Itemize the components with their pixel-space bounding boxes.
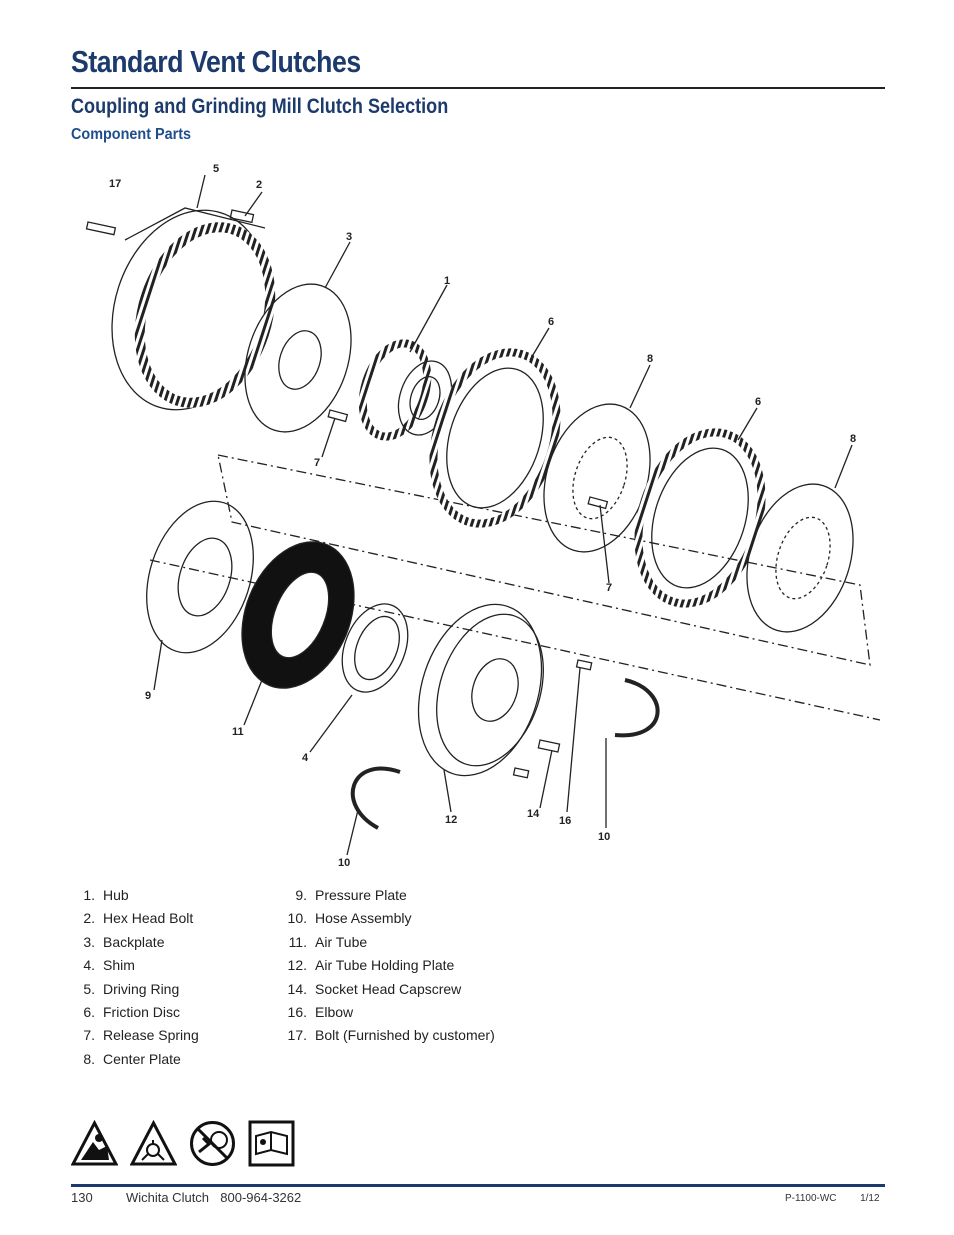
list-item: 6.Friction Disc xyxy=(83,1004,181,1021)
phone-number: 800-964-3262 xyxy=(220,1190,302,1205)
read-manual-icon xyxy=(248,1120,295,1167)
list-item: 12.Air Tube Holding Plate xyxy=(287,957,455,974)
list-item: 7.Release Spring xyxy=(83,1027,199,1044)
list-item: 3.Backplate xyxy=(83,933,165,950)
callout: 14 xyxy=(527,808,540,820)
list-item: 2.Hex Head Bolt xyxy=(83,910,194,927)
callout: 8 xyxy=(850,433,856,445)
footer-rule xyxy=(71,1184,885,1187)
safety-icons xyxy=(71,1120,295,1167)
footer-right: P-1100-WC 1/12 xyxy=(785,1193,880,1204)
list-item: 10.Hose Assembly xyxy=(287,910,412,927)
document-date: 1/12 xyxy=(860,1193,880,1204)
callout: 1 xyxy=(444,275,450,287)
callout: 6 xyxy=(548,316,554,328)
parts-list-right: 9.Pressure Plate 10.Hose Assembly 11.Air… xyxy=(283,884,495,1048)
callout: 2 xyxy=(256,179,262,191)
parts-list-left: 1.Hub 2.Hex Head Bolt 3.Backplate 4.Shim… xyxy=(71,884,199,1071)
list-item: 11.Air Tube xyxy=(288,933,368,950)
no-contact-rotating-icon xyxy=(190,1121,235,1166)
flying-debris-hazard-icon xyxy=(130,1120,177,1166)
footer-left: 130 Wichita Clutch 800-964-3262 xyxy=(71,1190,301,1205)
title-rule xyxy=(71,87,885,89)
list-item: 5.Driving Ring xyxy=(83,980,180,997)
page-title: Standard Vent Clutches xyxy=(71,44,361,79)
driving-ring xyxy=(111,207,276,411)
crush-hazard-icon xyxy=(71,1120,118,1166)
exploded-view-diagram: 17 5 2 3 1 6 8 6 8 7 7 9 11 4 12 14 16 1… xyxy=(85,163,881,869)
page-subtitle: Coupling and Grinding Mill Clutch Select… xyxy=(71,95,449,118)
page-number: 130 xyxy=(71,1190,93,1205)
callout: 17 xyxy=(109,178,121,190)
section-heading: Component Parts xyxy=(71,126,192,143)
list-item: 4.Shim xyxy=(83,957,135,974)
list-item: 14.Socket Head Capscrew xyxy=(287,980,462,997)
callout: 5 xyxy=(213,163,219,175)
callout: 12 xyxy=(445,814,457,826)
callout: 4 xyxy=(302,752,309,764)
callout: 7 xyxy=(314,457,320,469)
callout: 3 xyxy=(346,231,352,243)
list-item: 1.Hub xyxy=(83,887,129,903)
callout: 8 xyxy=(647,353,653,365)
callout: 10 xyxy=(598,831,610,843)
list-item: 9.Pressure Plate xyxy=(295,887,407,903)
callout: 11 xyxy=(232,726,244,738)
list-item: 16.Elbow xyxy=(287,1004,354,1021)
callout: 9 xyxy=(145,690,151,702)
list-item: 8.Center Plate xyxy=(83,1050,181,1067)
document-code: P-1100-WC xyxy=(785,1193,837,1204)
callout: 16 xyxy=(559,815,571,827)
callout: 7 xyxy=(606,582,612,594)
company-name: Wichita Clutch xyxy=(125,1190,210,1205)
callout: 10 xyxy=(338,857,350,869)
list-item: 17.Bolt (Furnished by customer) xyxy=(287,1027,495,1044)
callout: 6 xyxy=(755,396,761,408)
